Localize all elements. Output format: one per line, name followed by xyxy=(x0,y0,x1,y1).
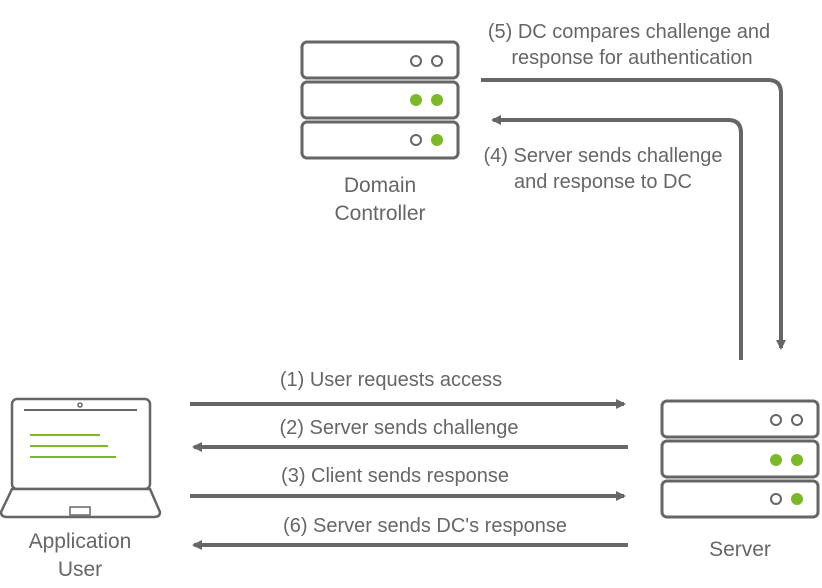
step5-label-line1: (5) DC compares challenge and xyxy=(488,21,770,43)
application-user-label-line1: Application xyxy=(29,530,132,553)
domain-controller-label-line1: Domain xyxy=(344,174,416,197)
laptop-icon xyxy=(0,397,162,519)
step3-label: (3) Client sends response xyxy=(281,465,509,487)
server-label: Server xyxy=(709,538,771,561)
step2-label: (2) Server sends challenge xyxy=(279,417,518,439)
step1-label: (1) User requests access xyxy=(280,369,502,391)
server-icon xyxy=(660,399,820,519)
application-user-label-line2: User xyxy=(58,558,102,581)
arrow-step4 xyxy=(491,115,743,360)
arrow-step5 xyxy=(481,78,786,350)
step6-label: (6) Server sends DC's response xyxy=(283,515,567,537)
step4-label-line2: and response to DC xyxy=(514,171,692,193)
domain-controller-icon xyxy=(300,40,460,160)
step5-label-line2: response for authentication xyxy=(511,47,752,69)
domain-controller-label-line2: Controller xyxy=(334,202,425,225)
step4-label-line1: (4) Server sends challenge xyxy=(483,145,722,167)
